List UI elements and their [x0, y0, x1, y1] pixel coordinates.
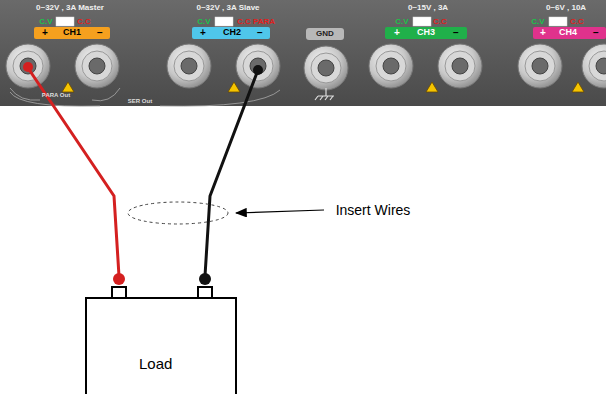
panel-label: C.V	[395, 18, 408, 26]
panel-label: C.V	[531, 18, 544, 26]
panel-label: C.C	[433, 18, 447, 26]
load-box: Load	[85, 297, 237, 394]
callout-label: Insert Wires	[334, 203, 413, 217]
panel-label: C.V	[197, 18, 210, 26]
panel-label: C.C PARA	[237, 18, 275, 26]
panel-label: C.C	[77, 18, 91, 26]
panel-label: +	[42, 28, 48, 38]
panel-label: CH4	[559, 28, 577, 37]
panel-label: −	[257, 28, 263, 38]
panel-label: GND	[316, 30, 334, 38]
panel-label: 0~32V , 3A Master	[36, 4, 104, 12]
panel-label: +	[540, 28, 546, 38]
panel-label: +	[200, 28, 206, 38]
panel-label: C.C	[570, 18, 584, 26]
panel-label: −	[453, 28, 459, 38]
panel-label: C.V	[39, 18, 52, 26]
panel-label: 0~32V , 3A Slave	[196, 4, 259, 12]
panel-label: 0~6V , 10A	[546, 4, 586, 12]
panel-label: −	[593, 28, 599, 38]
panel-label: −	[97, 28, 103, 38]
panel-label: CH3	[417, 28, 435, 37]
panel-label: +	[394, 28, 400, 38]
panel-label: CH1	[63, 28, 81, 37]
panel-label: SER Out	[128, 98, 152, 104]
node-text: Load	[139, 355, 172, 372]
panel-label: PARA Out	[42, 92, 70, 98]
panel-label: 0~15V , 3A	[408, 4, 448, 12]
panel-label: CH2	[223, 28, 241, 37]
